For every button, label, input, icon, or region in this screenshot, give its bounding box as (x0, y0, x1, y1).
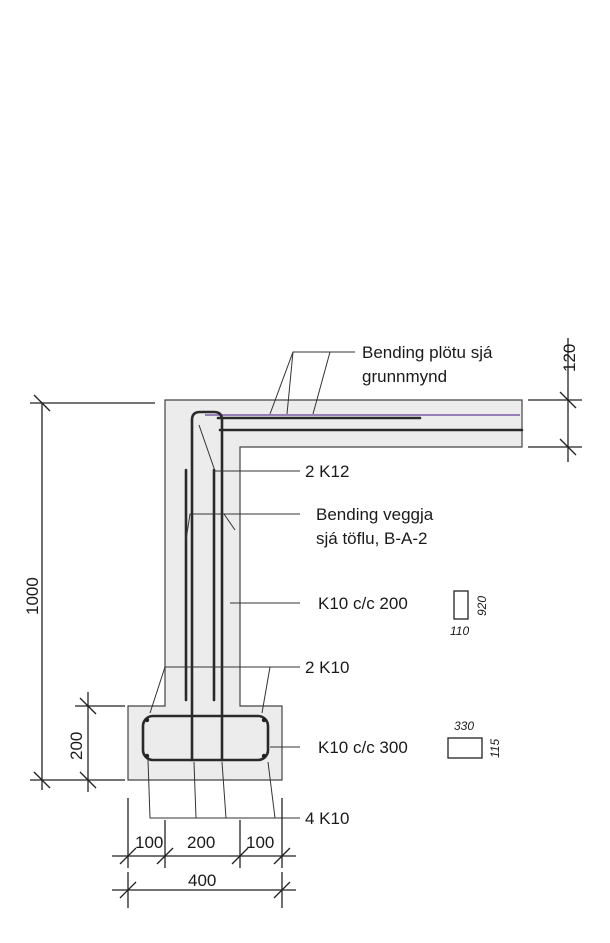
leader-lines (147, 351, 355, 819)
wall-width-dim: 200 (187, 833, 215, 852)
wall-stirrup-width: 110 (450, 624, 469, 638)
mid-bars-label: 2 K10 (305, 658, 349, 677)
footing-stirrup-shape: 330 115 (447, 719, 502, 759)
left-offset-dim: 100 (135, 833, 163, 852)
footing-rebar (141, 714, 270, 762)
slab-bending-label-line1: Bending plötu sjá (362, 343, 493, 362)
wall-height-dim: 1000 (23, 577, 42, 615)
wall-stirrup-height: 920 (475, 596, 489, 616)
wall-bending-label-line1: Bending veggja (316, 505, 434, 524)
wall-stirrups-label: K10 c/c 200 (318, 594, 408, 613)
right-offset-dim: 100 (246, 833, 274, 852)
footing-stirrups-label: K10 c/c 300 (318, 738, 408, 757)
footing-stirrup-width: 330 (454, 719, 474, 733)
wall-stirrup-shape: 920 110 (450, 590, 489, 638)
concrete-section (127, 399, 523, 781)
wall-bending-label-line2: sjá töflu, B-A-2 (316, 529, 428, 548)
footing-width-dim: 400 (188, 871, 216, 890)
slab-bending-label-line2: grunnmynd (362, 367, 447, 386)
slab-rebar (205, 414, 524, 432)
footing-stirrup-height: 115 (488, 739, 502, 758)
footing-height-dim: 200 (67, 732, 86, 760)
slab-thickness-dim: 120 (560, 344, 579, 372)
top-bars-label: 2 K12 (305, 462, 349, 481)
bottom-bars-label: 4 K10 (305, 809, 349, 828)
dimension-lines (30, 338, 582, 908)
wall-rebar (184, 410, 224, 762)
